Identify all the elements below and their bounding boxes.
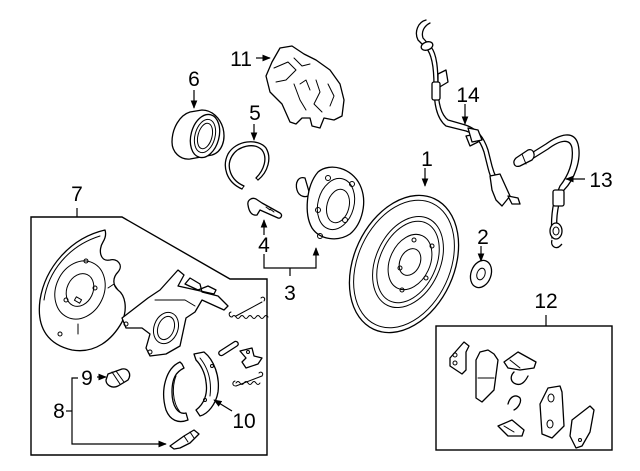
washer-part: [469, 246, 493, 289]
callout-8-9-bracket: [66, 373, 167, 448]
adjuster-lever: [239, 347, 263, 369]
wear-indicator-lower: [507, 395, 522, 411]
brake-pad-outer: [539, 385, 565, 439]
hub-bolt-part: [247, 197, 283, 235]
hub-part: [263, 166, 365, 276]
pad-clip-upper: [503, 351, 537, 371]
callout-14[interactable]: 14: [456, 84, 480, 107]
callout-8[interactable]: 8: [53, 400, 65, 423]
callout-9[interactable]: 9: [81, 367, 93, 390]
wear-indicator-upper: [510, 371, 529, 386]
pad-shim-right: [569, 405, 595, 449]
snap-ring-part: [224, 124, 270, 190]
callout-4[interactable]: 4: [258, 234, 270, 257]
pad-clip-lower: [497, 419, 525, 437]
callout-12[interactable]: 12: [534, 290, 557, 313]
callout-5[interactable]: 5: [249, 102, 261, 125]
callout-10[interactable]: 10: [232, 410, 255, 433]
parking-brake-shoe-right: [193, 351, 220, 417]
callout-1[interactable]: 1: [421, 148, 433, 171]
wheel-bearing-part: [171, 90, 225, 160]
dust-shield-part: [38, 229, 126, 352]
callout-11[interactable]: 11: [230, 48, 252, 71]
return-spring-upper: [228, 296, 269, 319]
callout-2[interactable]: 2: [477, 226, 489, 249]
return-spring-lower: [232, 371, 264, 387]
callout-6[interactable]: 6: [188, 68, 200, 91]
caliper-part: [256, 45, 345, 129]
adjuster-cap-part: [105, 368, 131, 388]
brake-hose-part: [513, 134, 585, 249]
callout-13[interactable]: 13: [589, 169, 612, 192]
callout-7[interactable]: 7: [71, 183, 83, 206]
rotor-part: [348, 168, 460, 334]
adjuster-screw-part: [169, 429, 200, 450]
brake-pad-inner: [475, 349, 499, 403]
callout-10-leader: [213, 399, 233, 412]
hold-down-pin: [218, 340, 239, 357]
pad-shim-left: [449, 341, 470, 375]
abs-sensor-part: [415, 19, 521, 207]
anchor-plate-part: [121, 269, 229, 357]
callout-3[interactable]: 3: [284, 282, 296, 305]
parking-brake-shoe-left: [163, 361, 189, 423]
